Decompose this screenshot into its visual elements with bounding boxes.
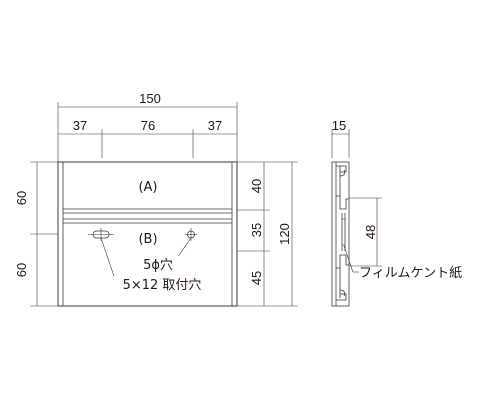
slot-hole-label: 5×12 取付穴 xyxy=(123,278,202,293)
side-depth-lines xyxy=(331,129,350,158)
dim-right-segment: 37 xyxy=(208,118,222,133)
dim-overall-width: 150 xyxy=(139,91,161,106)
dim-left-lower-height: 60 xyxy=(14,263,29,277)
dim-middle-segment: 76 xyxy=(141,118,155,133)
film-leader xyxy=(343,245,359,273)
round-hole-label-bg xyxy=(136,256,180,273)
left-dimension-lines xyxy=(30,161,58,307)
panel-a-label: (A) xyxy=(138,180,157,195)
slot-hole-label-bg xyxy=(112,276,212,293)
dim-left-segment: 37 xyxy=(73,118,87,133)
side-slot-dimension-lines xyxy=(349,197,382,267)
dim-lower-panel-height: 45 xyxy=(249,271,264,285)
dim-total-height: 120 xyxy=(277,223,292,245)
side-profile xyxy=(331,161,350,307)
dim-left-upper-height: 60 xyxy=(14,191,29,205)
top-dimension-lines xyxy=(57,102,238,162)
dim-upper-panel-height: 40 xyxy=(249,179,264,193)
round-hole-label: 5ϕ穴 xyxy=(143,258,173,273)
dim-profile-slot: 48 xyxy=(363,225,378,239)
dim-middle-panel-height: 35 xyxy=(249,223,264,237)
right-dimension-lines xyxy=(237,161,298,307)
panel-b-label: (B) xyxy=(138,232,157,247)
dim-profile-depth: 15 xyxy=(332,118,346,133)
film-label: フィルムケント紙 xyxy=(359,266,462,281)
